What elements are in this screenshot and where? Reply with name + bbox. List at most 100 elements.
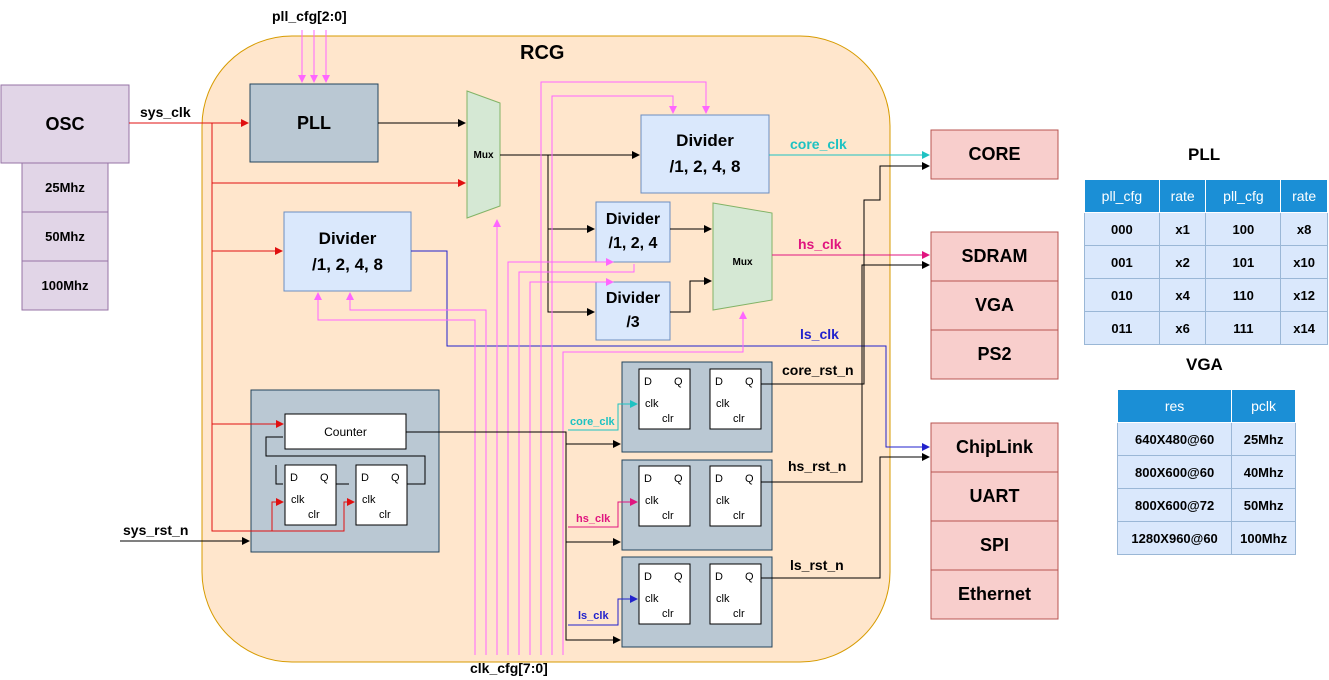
uart-label: UART (969, 486, 1020, 506)
pll-table-cell: 101 (1205, 245, 1282, 279)
ff-pin-d: D (644, 571, 652, 583)
ff-pin-clr: clr (733, 413, 745, 425)
pll-header-cell: pll_cfg (1084, 179, 1160, 213)
div-ls-line1: Divider (318, 228, 377, 248)
vga-table-cell: 1280X960@60 (1116, 521, 1233, 555)
mux2-shape (712, 202, 773, 311)
pll-table-cell: 110 (1205, 278, 1282, 312)
pll-table-cell: 010 (1084, 278, 1160, 312)
hs-rst-label: hs_rst_n (788, 458, 847, 474)
pll-cfg-label: pll_cfg[2:0] (272, 8, 347, 24)
osc-option-50 (21, 211, 109, 262)
core-clk-in (568, 400, 638, 431)
sdram-periph (930, 231, 1059, 282)
pll-header-cell: pll_cfg (1205, 179, 1282, 213)
rst-ff2 (355, 464, 408, 526)
pll-header-cell: rate (1280, 179, 1328, 213)
sys-clk-label: sys_clk (140, 104, 191, 120)
mux1-out-wires (500, 151, 930, 316)
vga-table-cell: 25Mhz (1231, 422, 1296, 456)
clk-cfg-label: clk_cfg[7:0] (470, 660, 548, 676)
div-hs1-label: Divider /1, 2, 4 (596, 202, 670, 262)
pll-table-cell: 000 (1084, 212, 1160, 246)
pll-table-cell: x14 (1280, 311, 1328, 345)
div-hs1-line1: Divider (605, 211, 661, 228)
ethernet-label: Ethernet (957, 584, 1031, 604)
core-periph (930, 129, 1059, 180)
vga-header-cell: pclk (1231, 389, 1296, 423)
hs-clk-label: hs_clk (798, 236, 842, 252)
spi-label: SPI (979, 535, 1009, 555)
div-hs2-line2: /3 (626, 314, 640, 331)
pll-table-cell: 111 (1205, 311, 1282, 345)
ff-pin-q: Q (745, 571, 754, 583)
div-hs1-line2: /1, 2, 4 (608, 235, 658, 252)
core-periph-label: CORE (968, 144, 1021, 164)
pll-table-cell: 011 (1084, 311, 1160, 345)
div-ls-label: Divider /1, 2, 4, 8 (284, 212, 411, 291)
vga-table-cell: 40Mhz (1231, 455, 1296, 489)
vga-table-cell: 800X600@60 (1116, 455, 1233, 489)
ff-pin-q: Q (320, 472, 329, 484)
ff-pin-d: D (644, 473, 652, 485)
pll-table-cell: x2 (1158, 245, 1207, 279)
ff-pin-d: D (361, 472, 369, 484)
div-ls-block (283, 211, 412, 292)
pll-table-cell: x8 (1280, 212, 1328, 246)
ff-pin-clk: clk (362, 494, 376, 506)
ff-pin-clr: clr (308, 509, 320, 521)
pll-table-cell: 100 (1205, 212, 1282, 246)
ff-pin-q: Q (674, 571, 683, 583)
pll-table-cell: 001 (1084, 245, 1160, 279)
ps2-label: PS2 (977, 344, 1012, 364)
rst-ff1 (284, 464, 337, 526)
rst-out-wires (761, 162, 930, 579)
vga-table-cell: 100Mhz (1231, 521, 1296, 555)
hs-clk-in (568, 498, 638, 528)
pll-table-title: PLL (1188, 145, 1221, 164)
clk-cfg-wires (314, 81, 747, 655)
ff-pin-q: Q (745, 376, 754, 388)
ff-pin-clr: clr (662, 413, 674, 425)
counter-box (284, 413, 407, 450)
rcg-title: RCG (520, 42, 565, 64)
osc-25-label: 25Mhz (45, 180, 85, 195)
pll-block (249, 83, 379, 163)
pll-table-cell: x10 (1280, 245, 1328, 279)
pll-table-cell: x12 (1280, 278, 1328, 312)
sdram-label: SDRAM (961, 246, 1028, 266)
ls-rst-label: ls_rst_n (790, 557, 844, 573)
ff-pin-clr: clr (379, 509, 391, 521)
osc-100-label: 100Mhz (41, 278, 89, 293)
chiplink-label: ChipLink (956, 437, 1033, 457)
ff-pin-clk: clk (291, 494, 305, 506)
vga-table-cell: 50Mhz (1231, 488, 1296, 522)
hs-clk-in-label: hs_clk (576, 513, 611, 525)
ps2-periph (930, 329, 1059, 380)
ff-pin-clk: clk (716, 593, 730, 605)
ff-pin-clk: clk (716, 495, 730, 507)
osc-block (0, 84, 130, 164)
vga-header-cell: res (1116, 389, 1233, 423)
ff-pin-d: D (290, 472, 298, 484)
div-hs2-block (595, 281, 671, 341)
ff-pin-d: D (644, 376, 652, 388)
vga-periph (930, 280, 1059, 331)
div-core-block (640, 114, 770, 194)
counter-label: Counter (324, 424, 367, 439)
uart-periph (930, 471, 1059, 522)
sys-clk-wires (129, 119, 466, 532)
pll-cfg-wires (298, 30, 330, 83)
pll-table-cell: x1 (1158, 212, 1207, 246)
vga-table-cell: 800X600@72 (1116, 488, 1233, 522)
div-ls-line2: /1, 2, 4, 8 (312, 254, 383, 274)
vga-table-cell: 640X480@60 (1116, 422, 1233, 456)
